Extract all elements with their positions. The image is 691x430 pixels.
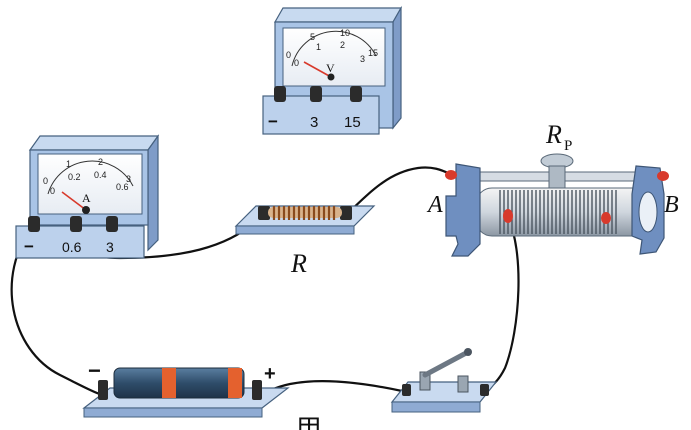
voltmeter-scale-inner-3: 3 bbox=[360, 54, 365, 64]
rheostat-terminal-bottom-right bbox=[601, 212, 611, 224]
figure-caption: 甲 bbox=[296, 415, 322, 430]
battery-label-plus: + bbox=[264, 363, 276, 385]
resistor: R bbox=[234, 205, 376, 278]
ammeter-scale-inner-0: 0 bbox=[50, 186, 55, 196]
voltmeter-scale-inner-2: 2 bbox=[340, 40, 345, 50]
switch-board-edge bbox=[391, 401, 481, 413]
battery-clip-right bbox=[252, 380, 262, 400]
battery-band-right bbox=[228, 368, 242, 398]
ammeter-face bbox=[37, 153, 143, 215]
voltmeter-terminal-minus bbox=[274, 86, 286, 102]
voltmeter-scale-inner-1: 1 bbox=[316, 42, 321, 52]
ammeter-label-3: 3 bbox=[106, 239, 114, 255]
voltmeter-terminal-3 bbox=[310, 86, 322, 102]
ammeter-terminal-minus bbox=[28, 216, 40, 232]
switch-post-left bbox=[419, 371, 431, 391]
voltmeter-scale-outer-3: 15 bbox=[368, 48, 378, 58]
ammeter-scale-inner-2: 0.4 bbox=[94, 170, 107, 180]
rheostat-label-a: A bbox=[426, 192, 443, 218]
ammeter-scale-outer-1: 1 bbox=[66, 159, 71, 169]
ammeter-side bbox=[147, 134, 159, 252]
rheostat-cylinder bbox=[475, 187, 649, 237]
rheostat-terminal-slider bbox=[503, 209, 513, 223]
ammeter-label-06: 0.6 bbox=[62, 239, 82, 255]
resistor-board-edge bbox=[235, 225, 355, 235]
battery-board-edge bbox=[83, 407, 263, 418]
wire-ammeter-minus-to-battery-minus bbox=[10, 224, 102, 396]
resistor-end-left bbox=[258, 206, 270, 220]
voltmeter-side bbox=[392, 5, 402, 130]
switch-lever bbox=[422, 349, 471, 378]
rheostat-terminal-a bbox=[445, 170, 457, 180]
rheostat-end-hole-right bbox=[638, 191, 658, 233]
ammeter-top bbox=[28, 135, 160, 151]
switch-handle bbox=[464, 348, 472, 356]
ammeter: 0 1 2 3 0 0.2 0.4 0.6 A − 0.6 3 bbox=[15, 134, 160, 259]
voltmeter: 0 5 10 15 0 1 2 3 V − 3 15 bbox=[262, 5, 403, 135]
ammeter-terminal-06 bbox=[70, 216, 82, 232]
battery-clip-left bbox=[98, 380, 108, 400]
voltmeter-label-3: 3 bbox=[310, 114, 318, 131]
battery-label-minus: − bbox=[88, 358, 101, 383]
voltmeter-scale-inner-0: 0 bbox=[294, 58, 299, 68]
ammeter-needle bbox=[61, 191, 87, 211]
ammeter-scale-inner-1: 0.2 bbox=[68, 172, 81, 182]
rheostat-label-b: B bbox=[664, 192, 679, 218]
wire-rheostat-slider-to-switch bbox=[482, 214, 520, 392]
switch bbox=[390, 348, 498, 413]
voltmeter-needle bbox=[303, 61, 332, 78]
resistor-label: R bbox=[290, 249, 307, 278]
voltmeter-pivot bbox=[327, 73, 335, 81]
battery-band-middle bbox=[162, 368, 176, 398]
ammeter-scale-outer-3: 3 bbox=[126, 174, 131, 184]
voltmeter-scale-outer-2: 10 bbox=[340, 28, 350, 38]
voltmeter-top bbox=[273, 7, 403, 23]
ammeter-scale-inner-3: 0.6 bbox=[116, 182, 129, 192]
voltmeter-label-minus: − bbox=[268, 112, 278, 131]
rheostat-label-main: R bbox=[545, 120, 562, 149]
switch-post-right bbox=[457, 375, 469, 393]
voltmeter-symbol: V bbox=[326, 61, 335, 75]
ammeter-scale-outer-0: 0 bbox=[43, 176, 48, 186]
switch-terminal-right bbox=[480, 384, 489, 396]
switch-terminal-left bbox=[402, 384, 411, 396]
ammeter-pivot bbox=[82, 206, 90, 214]
voltmeter-scale-outer-0: 0 bbox=[286, 50, 291, 60]
ammeter-scale-arc bbox=[47, 160, 134, 195]
wire-resistor-to-rheostat-a bbox=[345, 166, 452, 216]
resistor-coil bbox=[272, 206, 336, 220]
ammeter-symbol: A bbox=[82, 191, 91, 205]
rheostat: R P A B bbox=[426, 120, 679, 257]
rheostat-end-plate-left bbox=[445, 163, 481, 257]
ammeter-terminal-3 bbox=[106, 216, 118, 232]
voltmeter-scale-outer-1: 5 bbox=[310, 32, 315, 42]
voltmeter-scale-arc bbox=[291, 30, 377, 67]
battery: − + bbox=[82, 358, 290, 418]
voltmeter-terminal-15 bbox=[350, 86, 362, 102]
resistor-end-right bbox=[340, 206, 352, 220]
battery-cell-body bbox=[113, 367, 245, 399]
rheostat-label-sub: P bbox=[564, 138, 572, 154]
voltmeter-base bbox=[262, 95, 380, 135]
ammeter-label-minus: − bbox=[24, 237, 34, 256]
voltmeter-label-15: 15 bbox=[344, 114, 361, 131]
rheostat-terminal-b bbox=[657, 171, 669, 181]
ammeter-scale-outer-2: 2 bbox=[98, 157, 103, 167]
